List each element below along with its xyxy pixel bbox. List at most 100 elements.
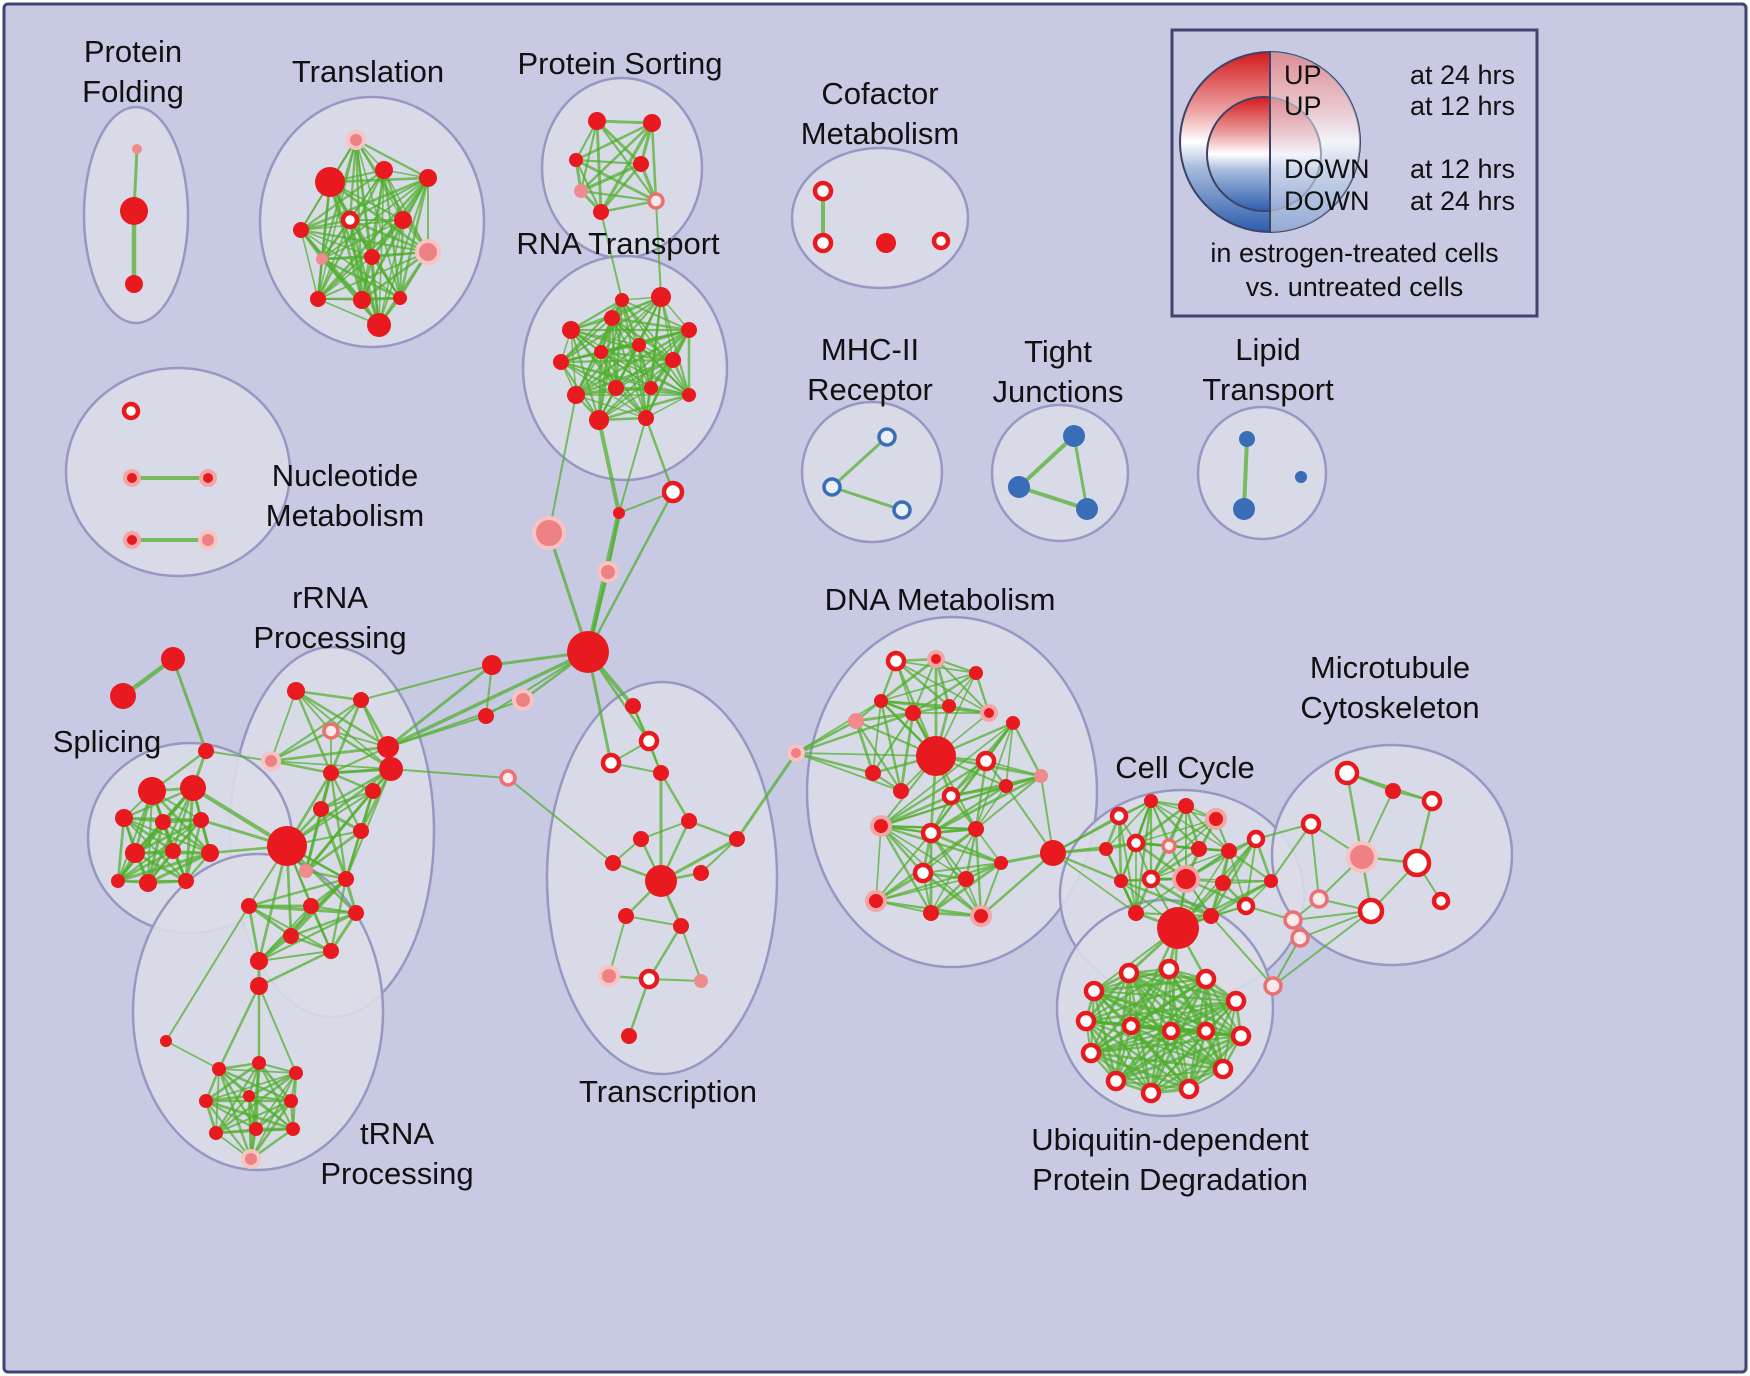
node-dm3 — [969, 666, 983, 680]
node-lt3 — [1295, 471, 1307, 483]
legend-direction: DOWN — [1284, 154, 1369, 184]
legend-right-half-overlay — [1270, 52, 1360, 232]
node-c7 — [1283, 910, 1303, 930]
node-tn2 — [160, 1035, 172, 1047]
node-cm2 — [812, 232, 834, 254]
node-mc8 — [1357, 897, 1385, 925]
node-rt1 — [562, 321, 580, 339]
cluster-label-ubiquitin-degradation: Protein Degradation — [1032, 1162, 1308, 1197]
edge — [205, 750, 272, 762]
node-pf3 — [125, 275, 143, 293]
node-rr16 — [283, 928, 299, 944]
edge — [249, 1061, 261, 1161]
node-nm5 — [198, 530, 218, 550]
edge — [1222, 880, 1272, 884]
edge — [317, 251, 429, 300]
legend-time: at 24 hrs — [1410, 60, 1515, 90]
node-cc10 — [1246, 829, 1266, 849]
node-mh2 — [822, 477, 842, 497]
node-tx5 — [681, 813, 697, 829]
edge — [258, 950, 332, 962]
edge — [316, 176, 430, 301]
edge — [1149, 877, 1213, 918]
legend-time: at 24 hrs — [1410, 186, 1515, 216]
node-sp8 — [193, 812, 209, 828]
node-ub9 — [1140, 1082, 1162, 1104]
node-dm5 — [874, 694, 888, 708]
cluster-label-nucleotide-metabolism: Nucleotide — [272, 458, 418, 493]
legend-direction: UP — [1284, 60, 1322, 90]
edge — [269, 729, 333, 763]
edge — [934, 657, 991, 715]
node-tj1 — [1063, 425, 1085, 447]
node-dm15 — [999, 779, 1013, 793]
node-sp13 — [178, 873, 194, 889]
edge — [1149, 1029, 1173, 1095]
edge — [294, 689, 363, 702]
edge — [600, 211, 623, 301]
edge — [360, 664, 493, 701]
edge — [611, 317, 647, 419]
node-lt2 — [1233, 498, 1255, 520]
edge — [165, 1040, 220, 1070]
node-dm9 — [1006, 716, 1020, 730]
node-tx8 — [645, 865, 677, 897]
node-dm22 — [994, 856, 1008, 870]
node-mc4 — [1300, 813, 1322, 835]
node-rt4 — [681, 322, 697, 338]
cluster-label-protein-folding: Protein — [84, 34, 182, 69]
node-mc6 — [1402, 848, 1432, 878]
edge — [871, 711, 915, 775]
node-ub4 — [1195, 968, 1217, 990]
node-rt11 — [644, 381, 658, 395]
node-t2 — [315, 167, 345, 197]
node-dm8 — [980, 704, 998, 722]
node-rr6 — [261, 751, 281, 771]
node-mc1 — [1334, 760, 1360, 786]
node-rt14 — [615, 293, 629, 307]
edge — [1127, 971, 1173, 1033]
edge — [270, 690, 297, 762]
edge — [371, 256, 401, 299]
edge — [1150, 850, 1230, 880]
node-tn5 — [289, 1066, 303, 1080]
edge — [247, 904, 261, 963]
edge — [1005, 785, 1054, 854]
edge — [247, 877, 348, 908]
node-tn1 — [250, 977, 268, 995]
node-sp1 — [161, 647, 185, 671]
edge — [285, 767, 393, 848]
edge — [979, 851, 1055, 918]
edge — [974, 774, 1043, 831]
edge — [1119, 879, 1213, 918]
edge — [1084, 1019, 1153, 1095]
cluster-label-translation: Translation — [292, 54, 444, 89]
edge — [1130, 1000, 1237, 1027]
node-rr12 — [338, 871, 354, 887]
edge — [214, 1099, 293, 1135]
node-dm17 — [870, 815, 892, 837]
node-cc3 — [1178, 798, 1194, 814]
node-t6 — [340, 210, 360, 230]
edge — [595, 119, 603, 214]
node-mc5 — [1346, 841, 1378, 873]
cluster-label-protein-sorting: Protein Sorting — [517, 46, 722, 81]
legend-caption: in estrogen-treated cells — [1210, 238, 1498, 268]
node-pf1 — [132, 144, 142, 154]
cluster-cofactor-metabolism — [790, 146, 970, 290]
node-c1 — [482, 655, 502, 675]
edge — [295, 690, 392, 770]
edge — [1084, 977, 1208, 1023]
cluster-label-trna-processing: tRNA — [360, 1116, 434, 1151]
edge — [879, 794, 953, 828]
edge — [1017, 434, 1076, 489]
edge — [948, 672, 977, 707]
edge — [328, 180, 430, 254]
edge — [329, 771, 348, 881]
legend-direction: DOWN — [1284, 186, 1369, 216]
node-t3 — [375, 161, 393, 179]
edge — [116, 851, 212, 883]
edge — [269, 759, 333, 775]
cluster-tight-junctions — [990, 403, 1130, 543]
node-ps7 — [647, 192, 665, 210]
